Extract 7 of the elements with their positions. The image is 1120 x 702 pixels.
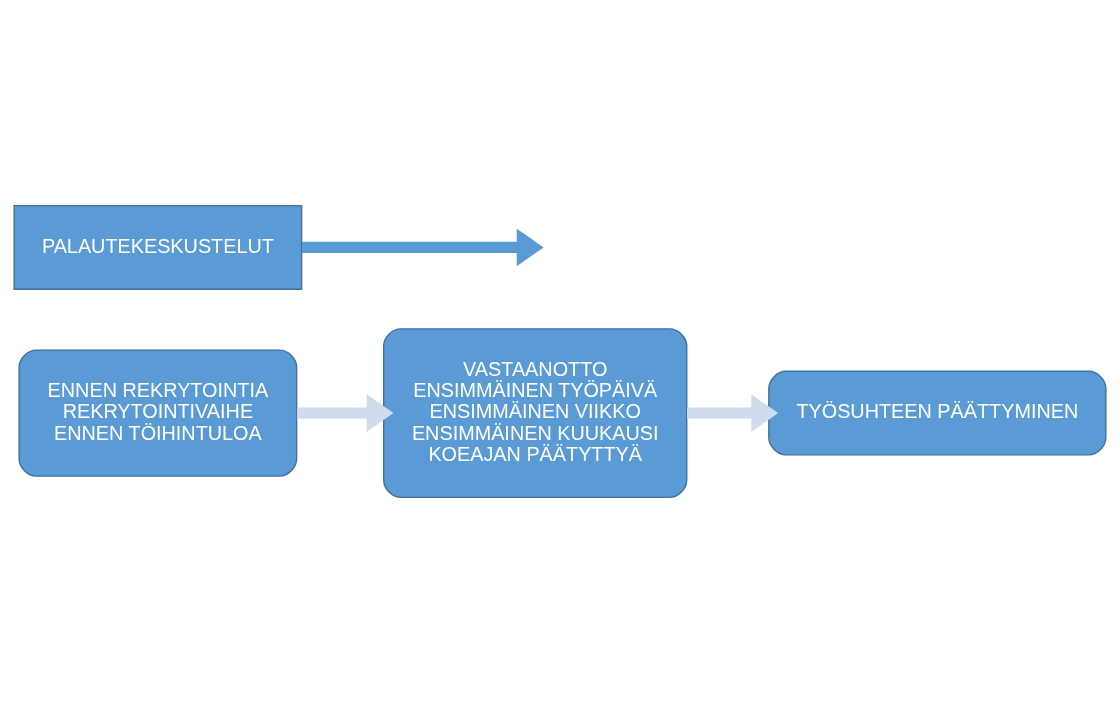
- arrow: [297, 393, 394, 432]
- arrow: [301, 228, 544, 266]
- node-box: ENNEN REKRYTOINTIA REKRYTOINTIVAIHE ENNEN TÖIHINTULOA: [18, 348, 298, 477]
- node-box: PALAUTEKESKUSTELUT: [13, 204, 303, 290]
- node-box: TYÖSUHTEEN PÄÄTTYMINEN: [768, 370, 1107, 456]
- arrow: [687, 393, 779, 432]
- node-box: VASTAANOTTO ENSIMMÄINEN TYÖPÄIVÄ ENSIMMÄINEN VIIKKO ENSIMMÄINEN KUUKAUSI KOEAJAN PÄÄTYTTYÄ: [383, 327, 688, 498]
